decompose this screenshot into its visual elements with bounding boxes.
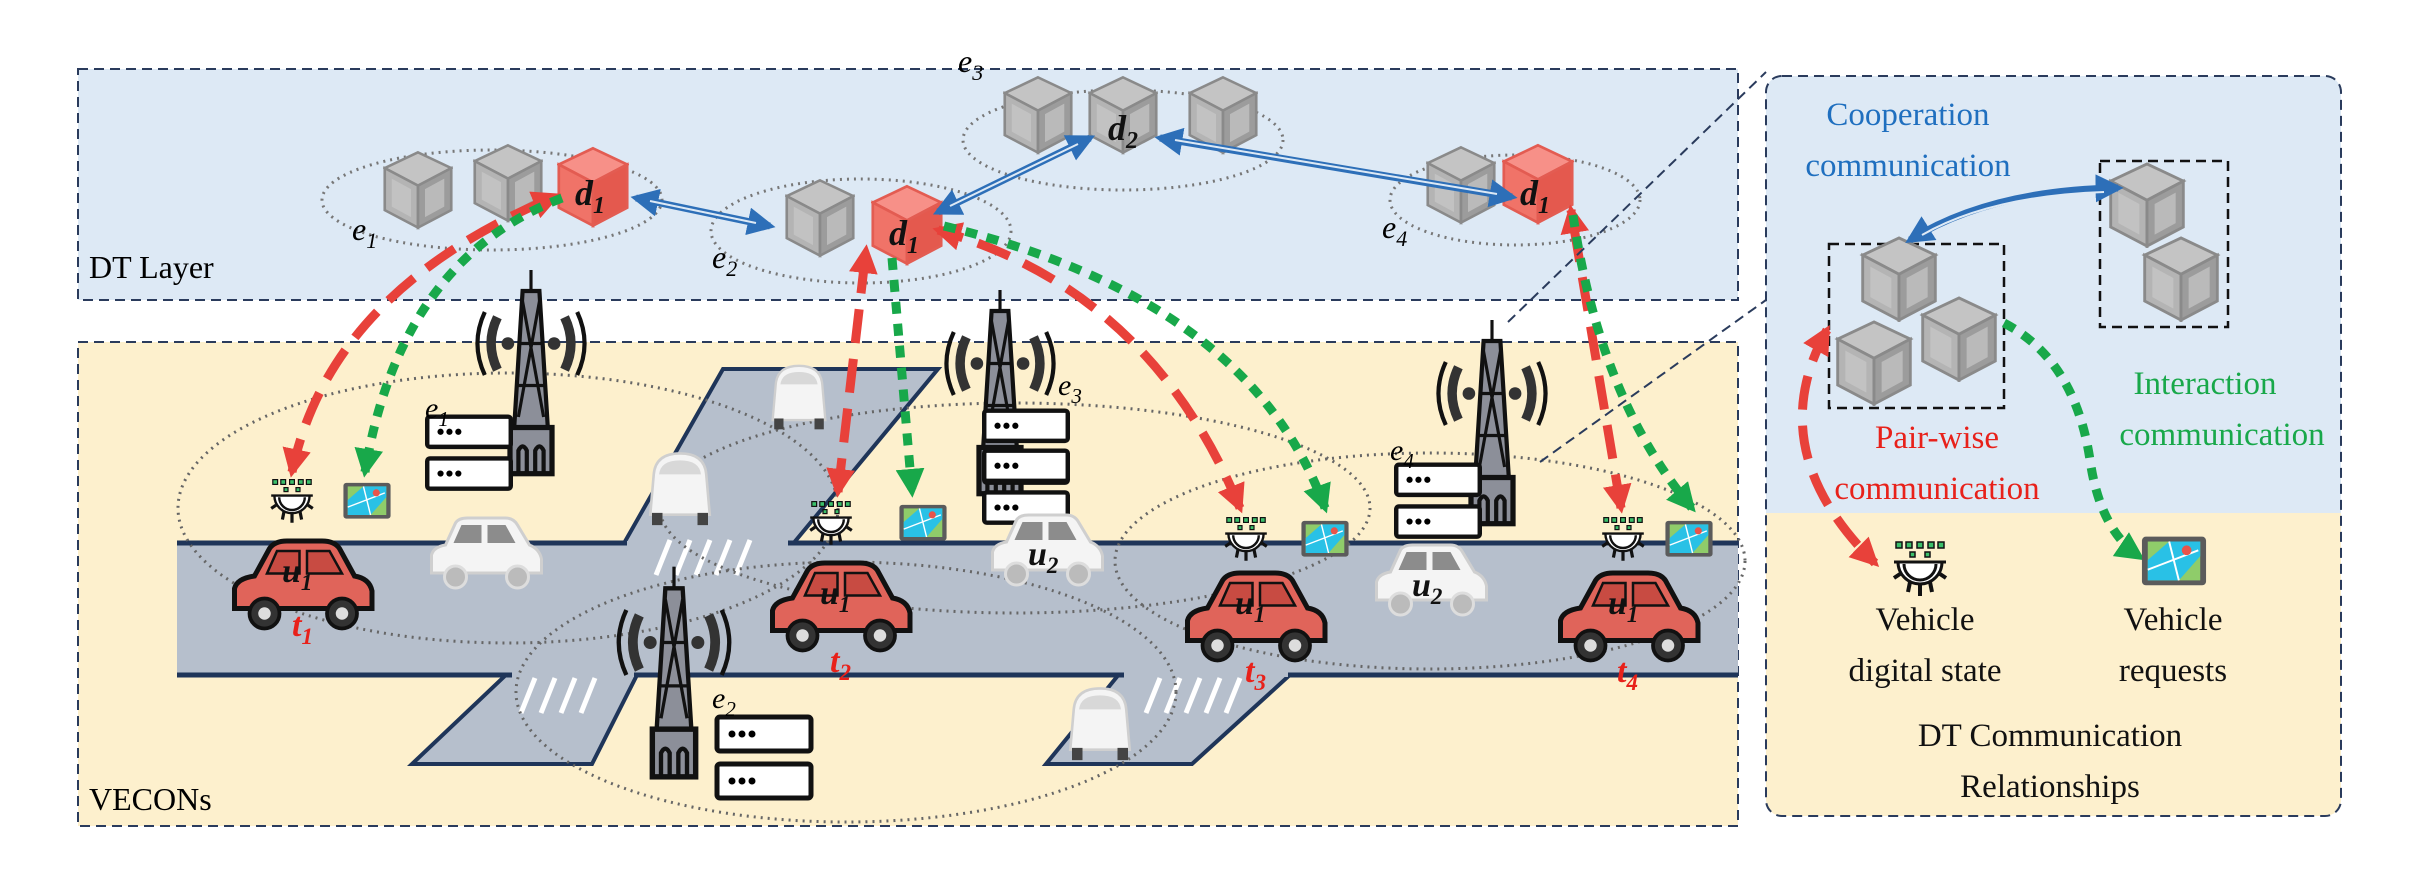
twin-cube-icon: [1921, 296, 1997, 382]
vehicle-state-label-line2: digital state: [1848, 653, 2001, 689]
vehicle-request-tablet-icon: [898, 504, 948, 542]
label-d1: d1: [889, 213, 919, 259]
vehicle-request-tablet-icon: [1664, 520, 1714, 558]
label-t1: t1: [292, 607, 313, 649]
label-e2: e2: [712, 239, 737, 281]
vehicle-request-tablet-icon: [1300, 520, 1350, 558]
coverage-e3: [658, 401, 1372, 615]
label-e4: e4: [1390, 434, 1414, 473]
panel-title-line2: Relationships: [1960, 769, 2140, 805]
twin-cube-icon: [2143, 236, 2219, 322]
label-u2: u2: [1412, 567, 1442, 609]
coverage-e1: [176, 371, 840, 645]
pairwise-arrow: [1797, 324, 1880, 568]
dt-communication-relationships-panel: Cooperation communication Interaction co…: [1765, 75, 2342, 817]
coverage-e4: [1113, 451, 1747, 671]
label-d2: d2: [1108, 108, 1138, 154]
interaction-label-line1: Interaction: [2134, 366, 2277, 402]
label-t4: t4: [1617, 653, 1638, 695]
dt-layer-label: DT Layer: [89, 249, 214, 285]
label-e3: e3: [958, 43, 983, 85]
vehicle-state-label-line1: Vehicle: [1876, 602, 1975, 638]
label-d1: d1: [575, 173, 605, 219]
cooperation-arrow: [1905, 174, 2124, 243]
vecons-label: VECONs: [89, 781, 212, 817]
panel-title-line1: DT Communication: [1918, 718, 2182, 754]
twin-cube-icon: [1836, 320, 1912, 406]
twin-cube-icon: [2109, 162, 2185, 248]
vehicle-request-tablet-icon: [342, 482, 392, 520]
other-vehicle-icon: [771, 364, 827, 431]
label-u1: u1: [820, 575, 850, 617]
label-u1: u1: [1235, 585, 1265, 627]
other-vehicle-icon: [648, 451, 712, 527]
label-t2: t2: [830, 643, 851, 685]
label-d1: d1: [1520, 173, 1550, 219]
vehicle-requests-label-line1: Vehicle: [2124, 602, 2223, 638]
twin-cube-icon: [1861, 236, 1937, 322]
interaction-arrow: [2001, 319, 2145, 561]
twin-group-box: [2098, 159, 2230, 329]
label-u1: u1: [1608, 585, 1638, 627]
twin-cube-icon: [785, 179, 855, 257]
twin-cube-icon: [1003, 76, 1073, 154]
pairwise-label-line1: Pair-wise: [1875, 420, 1999, 456]
label-u1: u1: [282, 553, 312, 595]
label-u2: u2: [1028, 536, 1058, 578]
twin-cube-icon: [383, 151, 453, 229]
zoom-leader-lines: [1507, 71, 1767, 463]
cooperation-label-line1: Cooperation: [1826, 97, 1989, 133]
interaction-label-line2: communication: [2119, 417, 2324, 453]
vehicle-request-tablet-icon: [2140, 535, 2208, 587]
label-e4: e4: [1382, 209, 1407, 251]
pairwise-label-line2: communication: [1834, 471, 2039, 507]
other-vehicle-icon: [1068, 686, 1132, 762]
vehicle-requests-label-line2: requests: [2119, 653, 2227, 689]
cooperation-label-line2: communication: [1805, 148, 2010, 184]
label-e2: e2: [712, 682, 736, 721]
label-t3: t3: [1245, 653, 1266, 695]
interaction-links: [354, 193, 1696, 514]
